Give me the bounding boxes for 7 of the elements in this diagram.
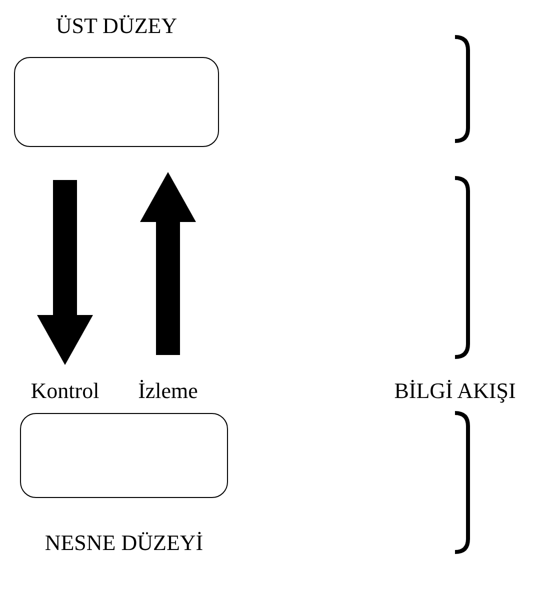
level-heading: ÜST DÜZEY	[54, 13, 178, 39]
edge-label: Kontrol	[30, 378, 100, 404]
block-arrow	[37, 180, 93, 365]
level-heading: NESNE DÜZEYİ	[44, 530, 204, 556]
block-arrow	[140, 172, 196, 355]
edge-label: İzleme	[138, 378, 198, 404]
flow-label: BİLGİ AKIŞI	[394, 378, 516, 404]
